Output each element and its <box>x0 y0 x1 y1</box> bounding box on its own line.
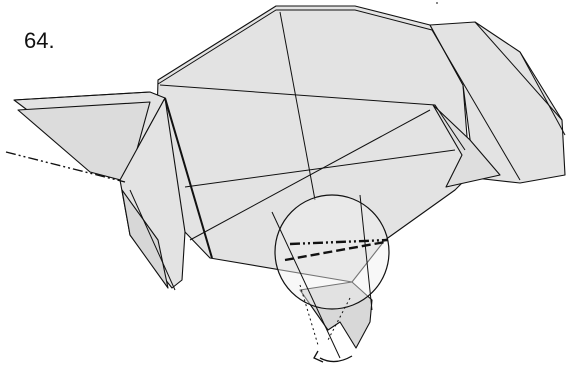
curved-arrow-left-head <box>314 351 323 362</box>
curved-arrow-left <box>320 356 352 362</box>
